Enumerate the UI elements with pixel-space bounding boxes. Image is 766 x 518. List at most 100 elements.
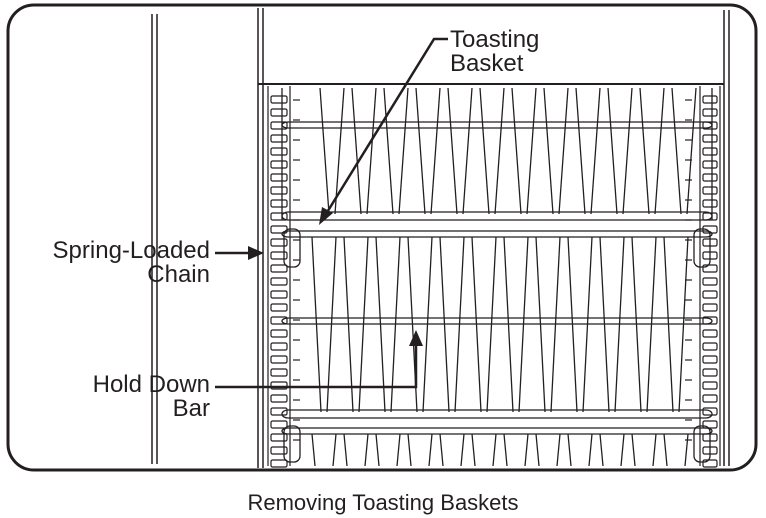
spring-chain-arrowhead — [248, 246, 264, 260]
basket-wire — [503, 433, 508, 467]
chain-link — [702, 95, 718, 104]
chain-link — [270, 238, 288, 247]
chain-link — [702, 121, 718, 130]
basket-end-loop — [283, 228, 301, 268]
basket-wire — [326, 236, 337, 413]
basket-top-rail — [281, 121, 713, 129]
chain-link — [702, 420, 718, 429]
basket-wire — [511, 87, 522, 215]
chain-link — [270, 407, 288, 416]
basket-bottom-rail — [281, 409, 713, 419]
chain-link — [270, 303, 288, 312]
basket-wire — [518, 236, 529, 413]
spring-loaded-chain-label: Spring-Loaded Chain — [53, 239, 210, 287]
basket-wire — [332, 433, 337, 467]
basket-end-loop — [283, 425, 301, 463]
toasting-basket-label-line2: Basket — [450, 50, 524, 77]
basket-wire — [652, 433, 657, 467]
chain-link — [702, 147, 718, 156]
basket-end-loop — [693, 228, 711, 268]
right-frame-rails — [723, 10, 730, 466]
basket-wire — [462, 87, 473, 215]
chain-link — [702, 342, 718, 351]
chain-link — [702, 160, 718, 169]
basket-wire — [407, 433, 412, 467]
basket-wire — [590, 87, 601, 215]
basket-wire — [567, 236, 578, 413]
chain-link — [270, 459, 288, 468]
basket-wire — [471, 433, 476, 467]
basket-wire — [383, 87, 394, 215]
chain-link — [270, 264, 288, 273]
chain-link — [270, 433, 288, 442]
basket-top-rail — [281, 427, 713, 435]
toasting-basket-arrowhead — [319, 207, 333, 225]
hold-down-bar — [281, 317, 713, 325]
basket-wire — [620, 433, 625, 467]
chain-link — [702, 394, 718, 403]
basket-wire — [375, 236, 386, 413]
basket-wire — [390, 236, 401, 413]
toasting-basket-label-line1: Toasting — [450, 26, 540, 53]
basket-wire — [364, 433, 369, 467]
basket-wire — [492, 433, 497, 467]
basket-wire — [366, 87, 377, 215]
chain-link — [702, 381, 718, 390]
chain-link — [702, 329, 718, 338]
chain-link — [702, 355, 718, 364]
basket-wire — [654, 87, 665, 215]
basket-wire — [543, 87, 554, 215]
basket-wire — [334, 87, 345, 215]
basket-wire — [614, 236, 625, 413]
basket-wire — [535, 433, 540, 467]
basket-wire — [631, 433, 636, 467]
basket-wire — [319, 87, 330, 215]
basket-wire — [422, 236, 433, 413]
chain-link — [702, 134, 718, 143]
basket-wire — [556, 433, 561, 467]
basket-wire — [526, 87, 537, 215]
basket-end-loop — [693, 425, 711, 463]
basket-wire — [415, 87, 426, 215]
chain-link — [270, 316, 288, 325]
basket-wire — [398, 87, 409, 215]
basket-wire — [631, 236, 642, 413]
basket-bottom-rail — [281, 211, 713, 221]
chain-link — [702, 173, 718, 182]
basket-wire — [646, 236, 657, 413]
chain-link — [270, 173, 288, 182]
chain-link — [702, 199, 718, 208]
basket-wire — [343, 433, 348, 467]
hold-down-bar-label-line2: Bar — [172, 395, 210, 422]
figure-caption: Removing Toasting Baskets — [247, 490, 519, 515]
basket-wire — [639, 87, 650, 215]
chain-link — [270, 368, 288, 377]
basket-wire — [588, 433, 593, 467]
basket-wire — [494, 87, 505, 215]
chain-link — [270, 329, 288, 338]
hold-down-bar-arrowhead — [409, 330, 423, 346]
basket-middle — [281, 228, 713, 419]
chain-link — [270, 290, 288, 299]
chain-link — [270, 394, 288, 403]
hold-down-bar-label-line1: Hold Down — [92, 371, 210, 398]
basket-wire — [454, 236, 465, 413]
basket-wire — [428, 433, 433, 467]
basket-wire — [460, 433, 465, 467]
basket-wire — [430, 87, 441, 215]
basket-wire — [439, 433, 444, 467]
basket-wire — [599, 433, 604, 467]
basket-wire — [663, 236, 674, 413]
chain-link — [702, 264, 718, 273]
chain-link — [270, 108, 288, 117]
basket-wire — [447, 87, 458, 215]
chain-link — [702, 277, 718, 286]
basket-upper — [281, 87, 713, 221]
chain-link — [702, 407, 718, 416]
hold-down-bar-label: Hold Down Bar — [93, 373, 210, 421]
chain-link — [270, 186, 288, 195]
basket-wire — [607, 87, 618, 215]
basket-top-rail — [281, 230, 713, 238]
toasting-basket-label: Toasting Basket — [450, 28, 539, 76]
